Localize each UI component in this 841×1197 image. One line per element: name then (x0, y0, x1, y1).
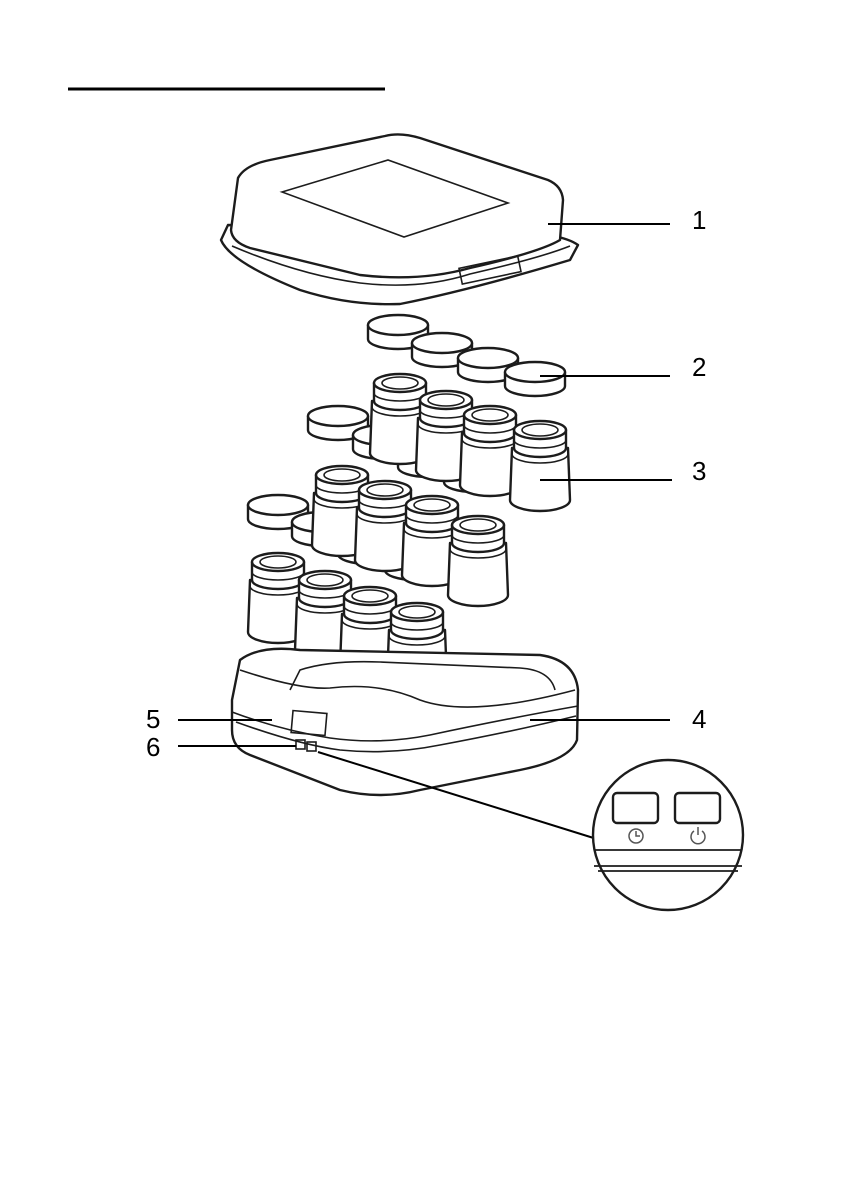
lid (221, 134, 578, 304)
cap (505, 362, 565, 396)
timer-button[interactable] (613, 793, 658, 823)
jar (510, 421, 570, 511)
callout-1: 1 (692, 205, 706, 235)
power-button[interactable] (675, 793, 720, 823)
jar (448, 516, 508, 606)
callout-6: 6 (146, 732, 160, 762)
callout-3: 3 (692, 456, 706, 486)
callout-2: 2 (692, 352, 706, 382)
callout-4: 4 (692, 704, 706, 734)
callout-5: 5 (146, 704, 160, 734)
base (232, 649, 578, 795)
